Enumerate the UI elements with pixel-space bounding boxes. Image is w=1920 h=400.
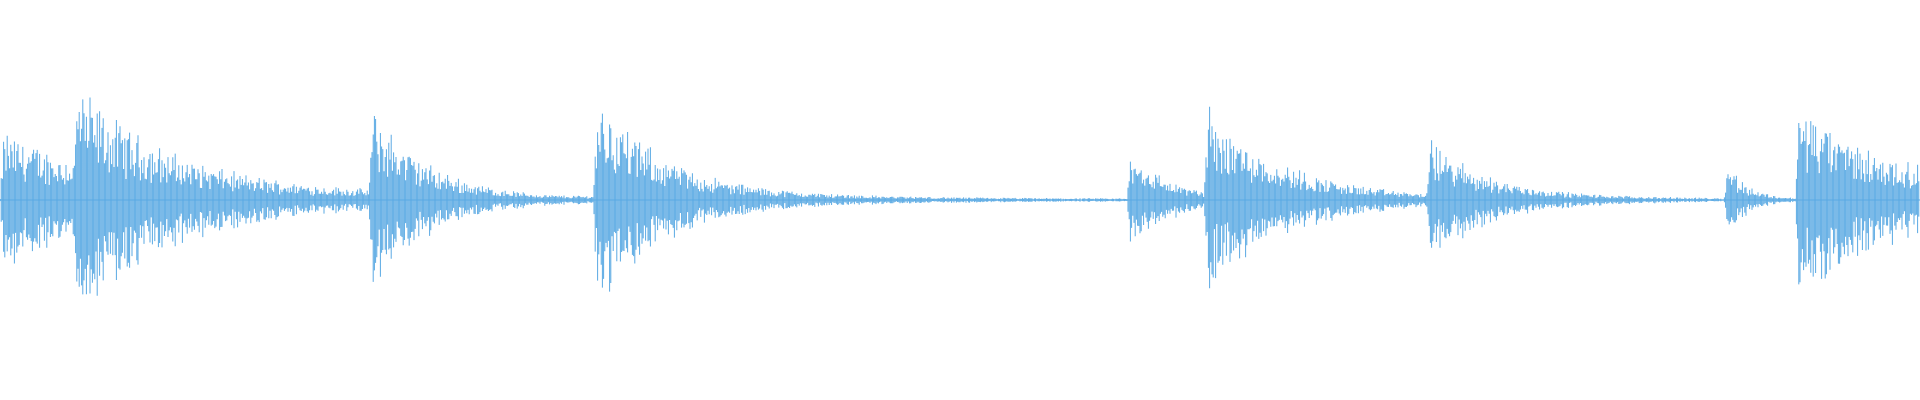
- waveform-trace: [0, 97, 1920, 296]
